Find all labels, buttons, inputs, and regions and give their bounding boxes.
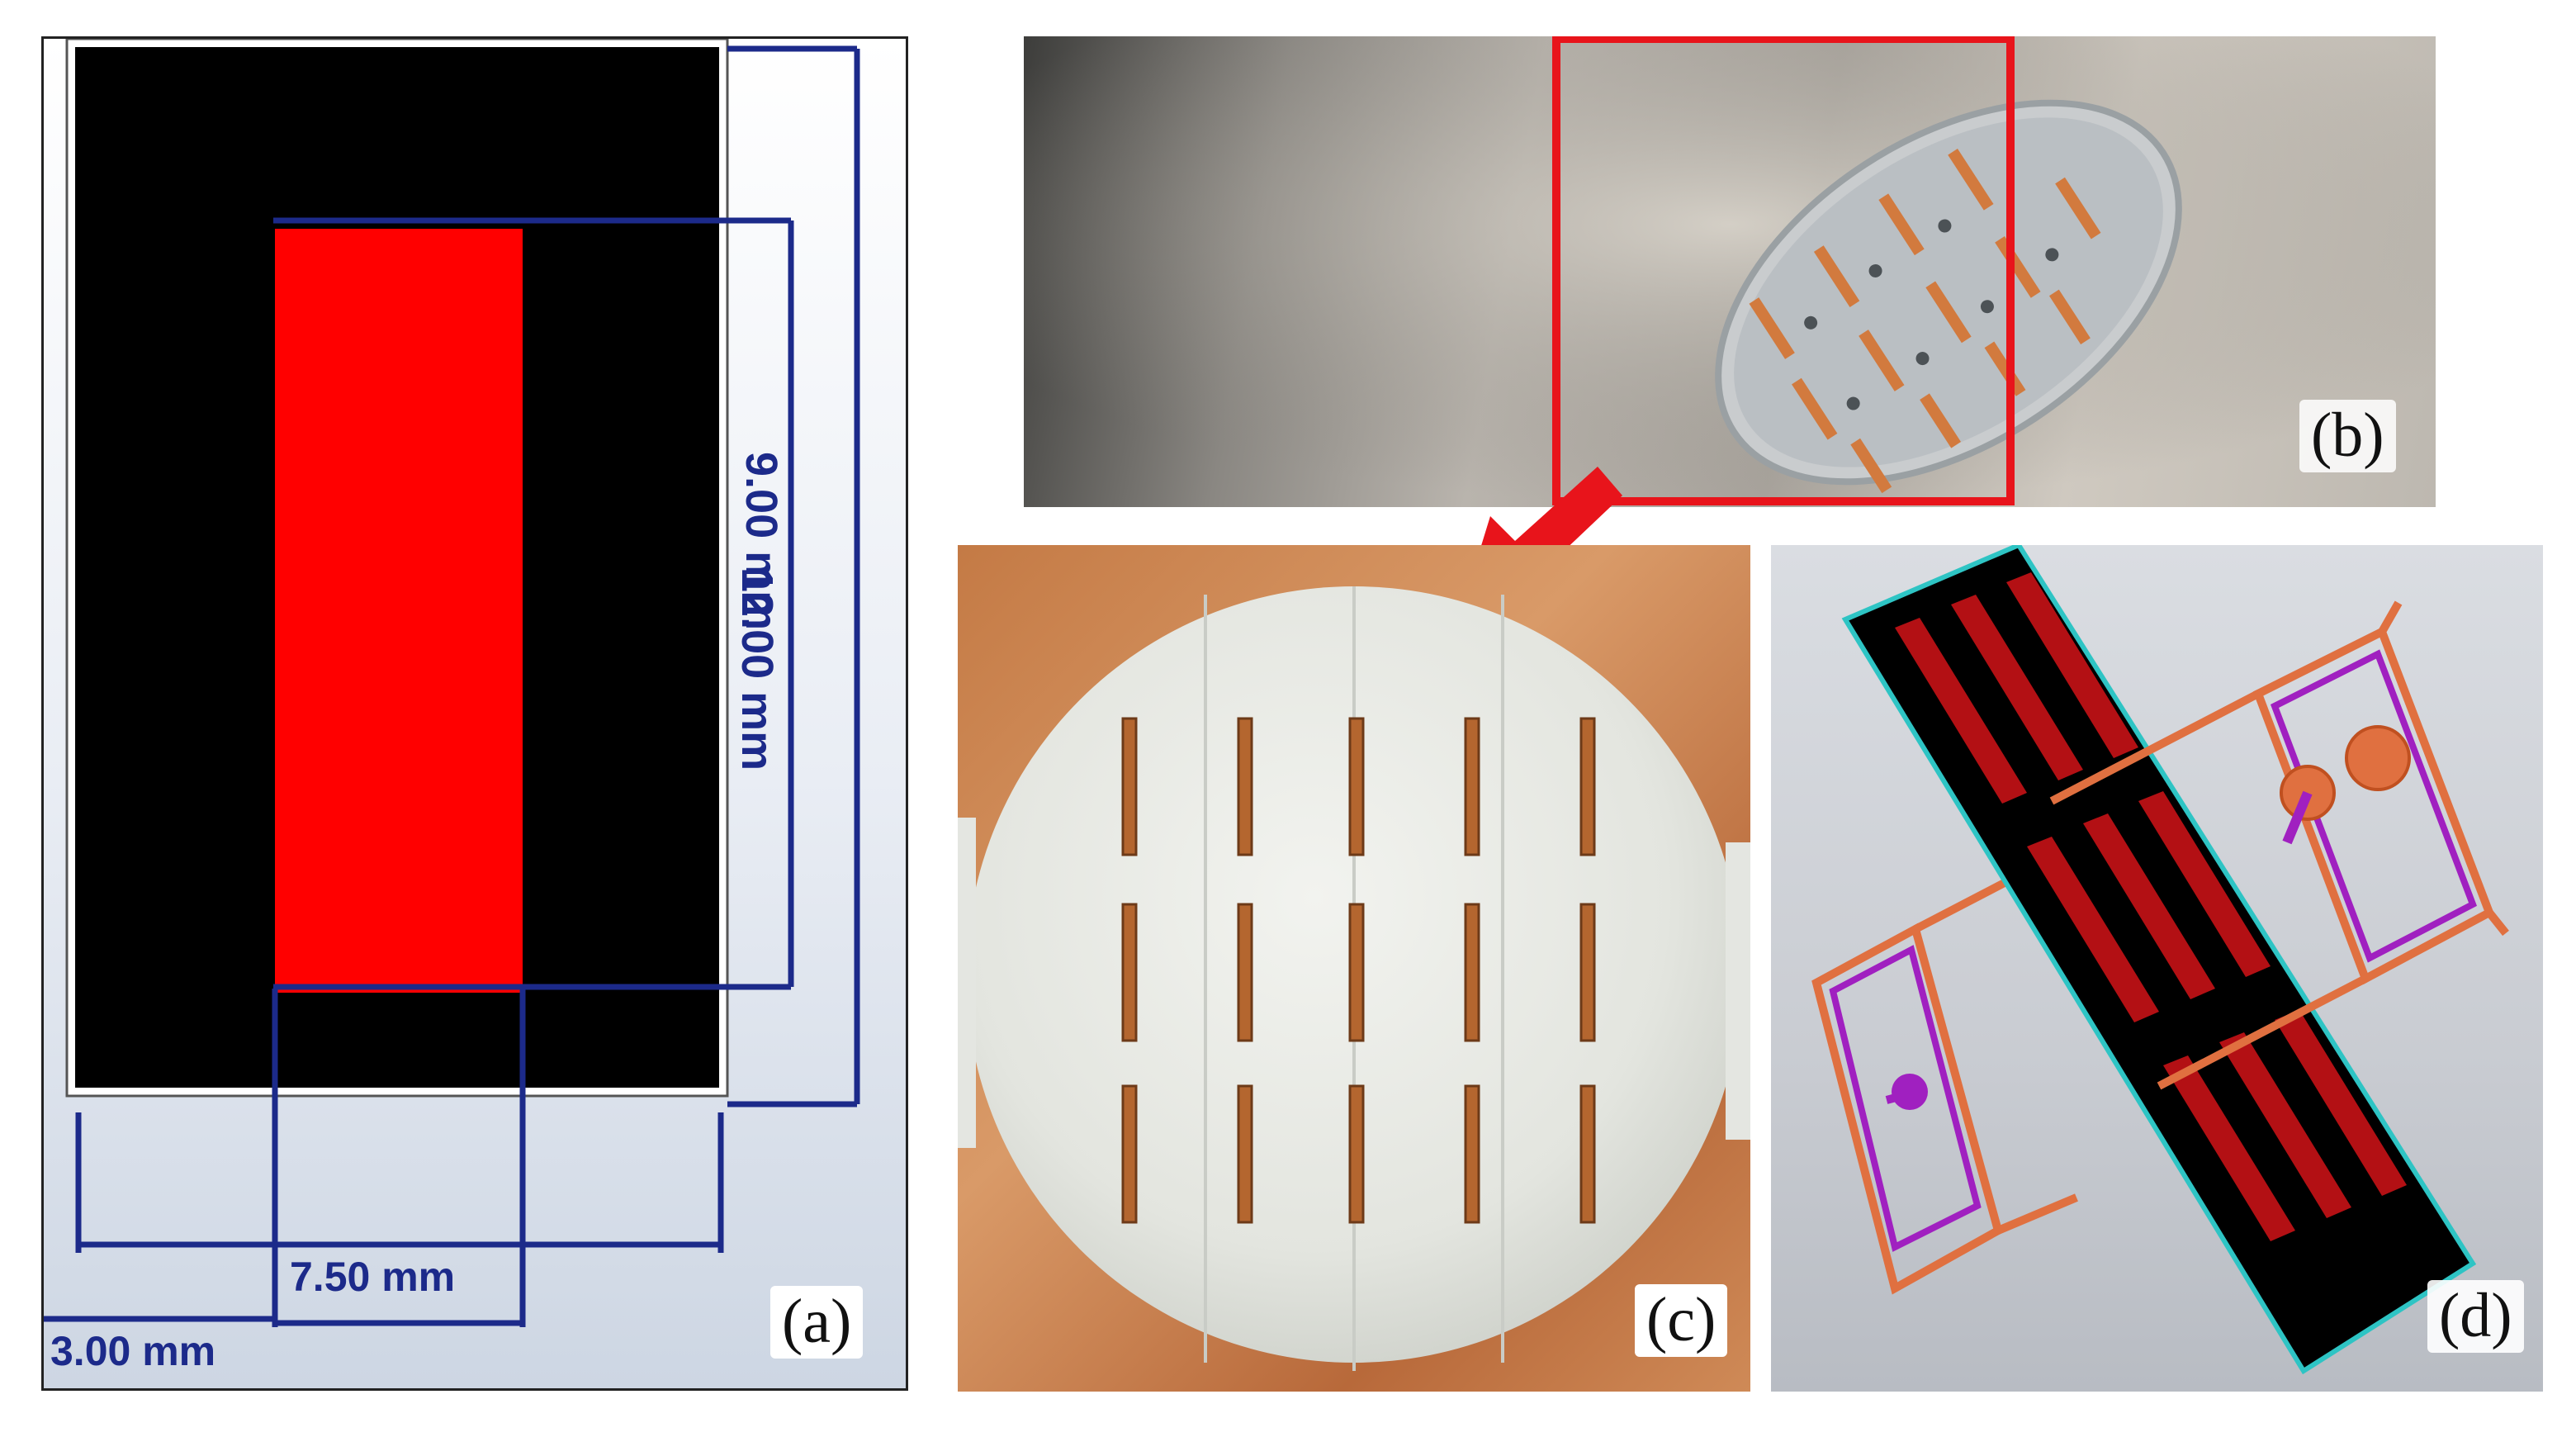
feed-flange-right [2345,725,2411,791]
panel-label-c: (c) [1635,1284,1728,1357]
simulation-model-drawing [1811,545,2509,1375]
disc-slots [1749,148,2101,494]
panel-label-d: (d) [2427,1280,2524,1353]
patch [275,229,523,993]
feed-inner-left [1829,945,1982,1252]
unit-cell-drawing [44,39,860,1327]
disc-holes [1804,219,2059,410]
panel-a-unit-cell-diagram: 12.00 mm 9.00 mm 7.50 mm 3.00 mm (a) [41,36,908,1391]
panel-b-sample-photo: (b) [1024,36,2436,507]
highlight-box [1552,36,2015,505]
feed-frame-left [1811,871,2078,1295]
dim-label-7-5mm: 7.50 mm [290,1254,456,1300]
feed-frame-right [2049,600,2509,1090]
fabricated-disc-drawing [958,586,1750,1371]
feed-inner-right [2270,649,2478,963]
tilted-disc [1715,99,2182,494]
array-patches [1895,572,2407,1241]
panel-label-b: (b) [2299,400,2396,472]
panel-label-a: (a) [770,1286,864,1359]
copper-slot-array [1121,717,1596,1224]
dim-label-9mm: 9.00 mm [736,452,786,631]
sample-holder-drawing [1024,36,2436,507]
dimension-lines [44,45,860,1327]
panel-c-fabricated-disc-photo: (c) [958,545,1750,1392]
panel-d-simulation-model: (d) [1771,545,2543,1392]
dim-label-3mm: 3.00 mm [50,1328,216,1374]
